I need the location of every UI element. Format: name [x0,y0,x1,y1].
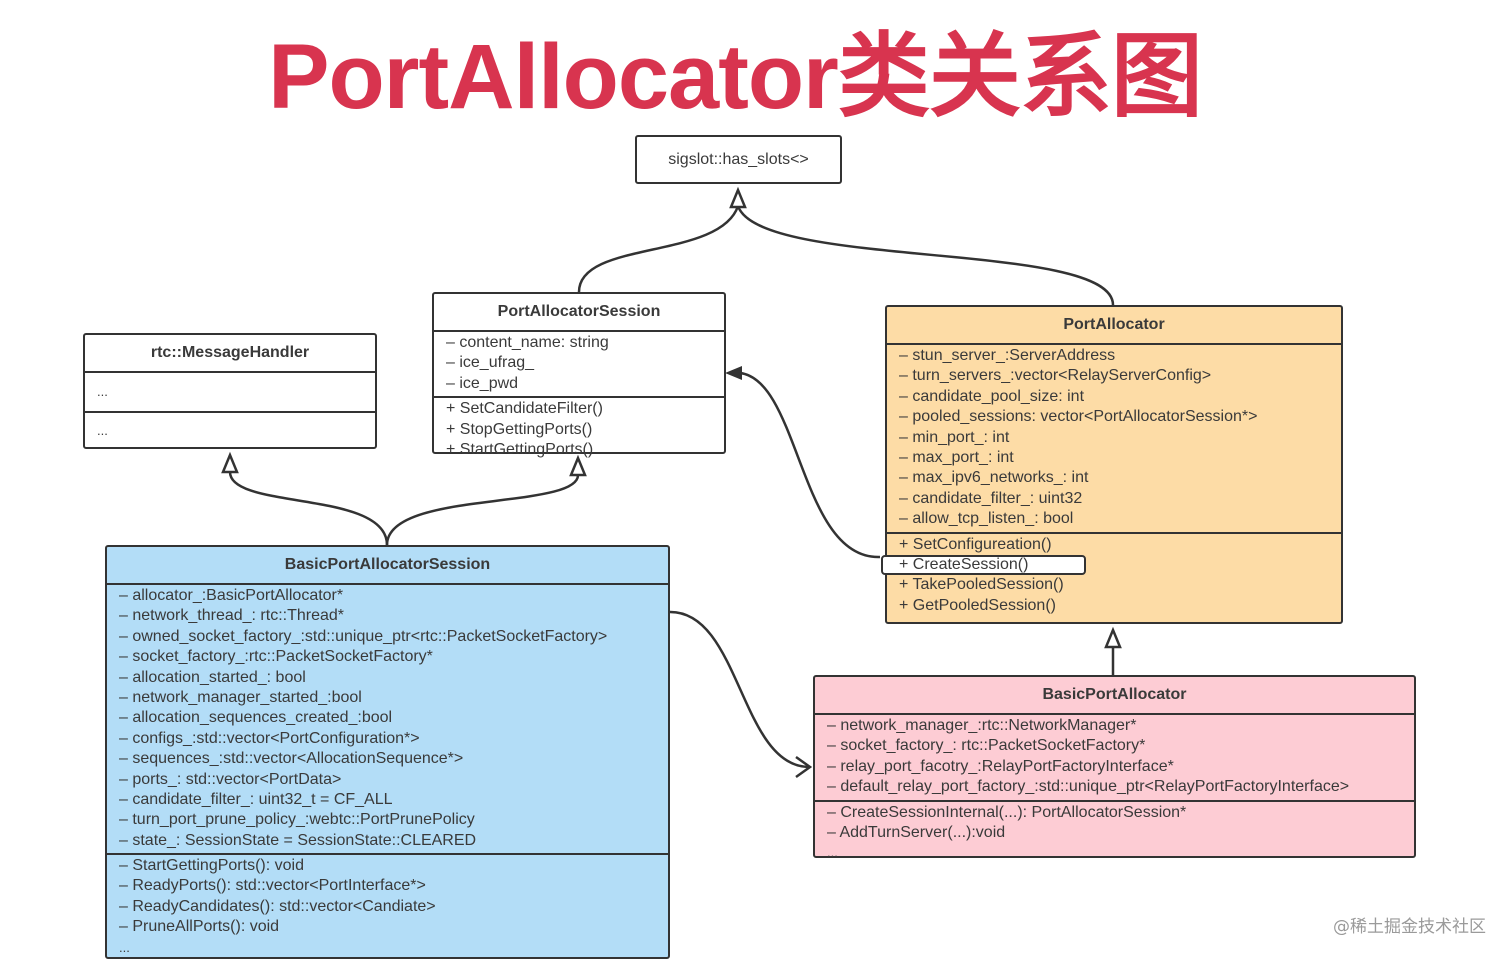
attribute-row: – pooled_sessions: vector<PortAllocatorS… [899,408,1258,426]
attribute-row: – network_manager_:rtc::NetworkManager* [827,717,1137,734]
attribute-row: – owned_socket_factory_:std::unique_ptr<… [119,627,608,645]
inherit-line-basicsession-to-handler [228,471,389,546]
class-name: BasicPortAllocatorSession [107,547,668,585]
methods: ... [85,411,375,447]
attribute-row: – network_manager_started_:bool [119,688,362,706]
attribute-row: – allocator_:BasicPortAllocator* [119,587,344,604]
basicsession-to-basicallocator-line [668,610,809,769]
method-row: – PruneAllPorts(): void [119,918,280,936]
attribute-row: – allocation_started_: bool [119,668,306,686]
attribute-row: – allow_tcp_listen_: bool [899,510,1074,528]
inherit-line-session-to-slots [577,205,740,293]
attributes: ... [97,384,108,399]
attribute-row: – min_port_: int [899,428,1010,446]
class-port-allocator: PortAllocator– stun_server_:ServerAddres… [881,305,1343,624]
class-port-allocator-session: PortAllocatorSession– content_name: stri… [432,292,726,458]
method-row: + GetPooledSession() [899,596,1056,614]
attribute-row: – allocation_sequences_created_:bool [119,709,393,727]
inherit-triangle-handler [221,451,239,474]
attribute-row: – ice_pwd [446,374,519,392]
inherit-triangle-session [569,454,587,477]
attribute-row: – stun_server_:ServerAddress [899,347,1116,364]
filled-arrowhead [725,366,742,380]
attribute-row: – ice_ufrag_ [446,354,535,372]
class-name: BasicPortAllocator [815,677,1414,715]
attribute-row: – candidate_filter_: uint32 [899,489,1083,507]
method-row: – ReadyCandidates(): std::vector<Candiat… [119,897,436,915]
attributes: – allocator_:BasicPortAllocator* – networ… [107,585,668,853]
attribute-row: – turn_port_prune_policy_:webtc::PortPru… [119,811,475,829]
attributes: – content_name: string – ice_ufrag_ – ice_… [434,332,724,396]
method-row: + StartGettingPorts() [446,440,594,458]
attribute-row: – max_port_: int [899,448,1014,466]
attribute-row: – socket_factory_: rtc::PacketSocketFact… [827,737,1146,755]
watermark: @稀土掘金技术社区 [1333,917,1486,937]
attribute-row: – state_: SessionState = SessionState::C… [119,831,477,849]
methods: + SetConfigureation()+ CreateSession()+ … [881,531,1341,619]
method-row: ... [119,939,130,955]
method-row: + SetConfigureation() [899,535,1052,553]
class-message-handler: rtc::MessageHandler ... ... [83,333,377,449]
attribute-row: – candidate_pool_size: int [899,387,1085,405]
attribute-row: – turn_servers_:vector<RelayServerConfig… [899,367,1212,385]
class-has-slots: sigslot::has_slots<> [635,135,842,184]
method-row: + TakePooledSession() [899,576,1064,594]
attribute-row: – configs_:std::vector<PortConfiguration… [119,729,420,747]
class-name: PortAllocatorSession [434,294,724,332]
attribute-row: – default_relay_port_factory_:std::uniqu… [827,778,1350,796]
inherit-triangle-slots [729,186,747,209]
methods: + SetCandidateFilter() + StopGettingPorts… [434,396,724,462]
inherit-triangle-allocator [1104,626,1122,649]
method-row: – CreateSessionInternal(...): PortAlloca… [827,803,1187,821]
attribute-row: – ports_: std::vector<PortData> [119,770,342,788]
open-arrowhead [795,755,813,779]
attributes: – network_manager_:rtc::NetworkManager*–… [815,715,1414,800]
class-name: rtc::MessageHandler [85,335,375,373]
class-basic-port-allocator: BasicPortAllocator– network_manager_:rtc… [813,675,1416,860]
highlighted-create-session-method[interactable]: + CreateSession() [881,554,1086,576]
diagram-title: PortAllocator类关系图 [268,26,1203,128]
inherit-line-basicsession-to-session [385,474,580,546]
methods: – CreateSessionInternal(...): PortAlloca… [815,799,1414,866]
class-name: PortAllocator [887,307,1341,345]
attribute-row: – max_ipv6_networks_: int [899,469,1089,487]
method-row: + SetCandidateFilter() [446,400,603,418]
method-row: ... [827,845,838,861]
create-session-line [739,371,881,559]
attribute-row: – content_name: string [446,334,609,351]
class-name: sigslot::has_slots<> [668,150,809,168]
attribute-row: – candidate_filter_: uint32_t = CF_ALL [119,790,393,808]
method-row: – StartGettingPorts(): void [119,857,304,875]
attribute-row: – sequences_:std::vector<AllocationSeque… [119,750,464,768]
class-basic-port-allocator-session: BasicPortAllocatorSession– allocator_:Ba… [105,545,670,959]
method-row: + StopGettingPorts() [446,420,593,438]
methods: – StartGettingPorts(): void – ReadyPorts(… [107,853,668,960]
attribute-row: – socket_factory_:rtc::PacketSocketFacto… [119,648,433,666]
attribute-row: – relay_port_facotry_:RelayPortFactoryIn… [827,757,1174,775]
attribute-row: – network_thread_: rtc::Thread* [119,607,345,625]
inherit-line-allocator-to-slots [736,205,1115,306]
method-row: – AddTurnServer(...):void [827,823,1006,841]
method-row: – ReadyPorts(): std::vector<PortInterfac… [119,877,426,895]
attributes: – stun_server_:ServerAddress – turn_serve… [887,345,1341,532]
